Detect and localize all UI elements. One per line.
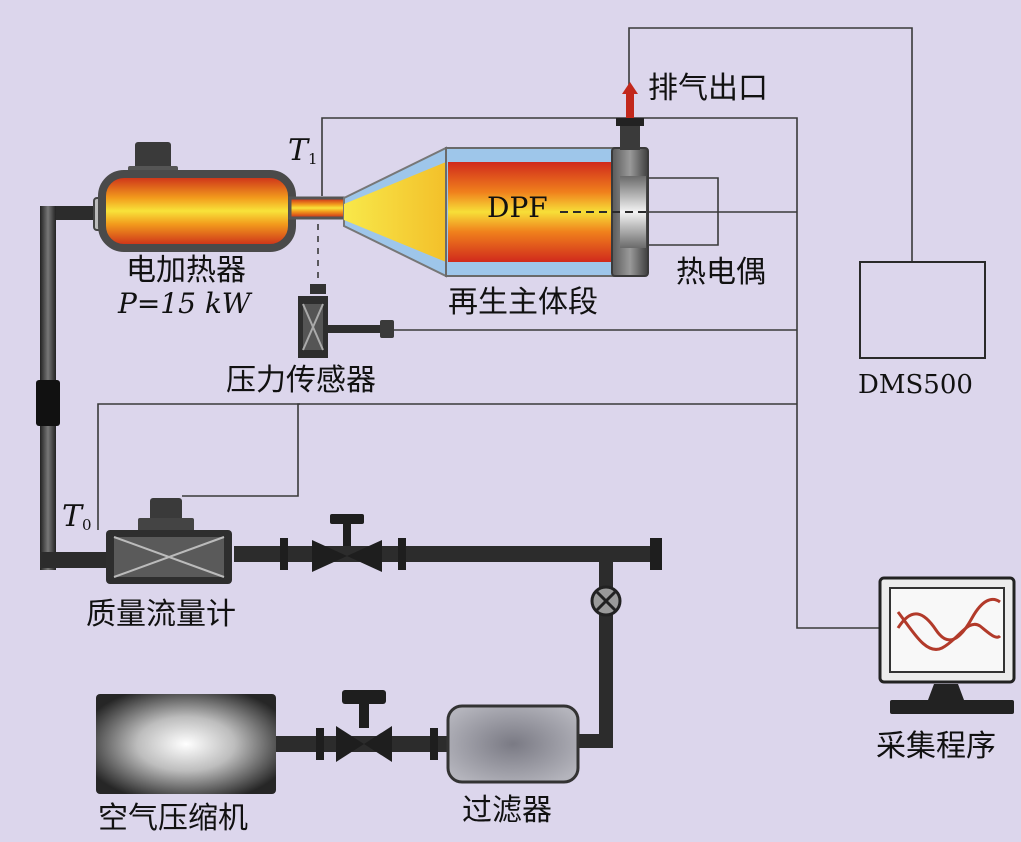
pipe-coupling	[36, 380, 60, 426]
signal-wiring	[97, 27, 913, 629]
pressure-sensor-probe	[326, 325, 382, 333]
dms500-label: DMS500	[858, 370, 973, 400]
t1-label: T1	[288, 136, 318, 167]
pipe-end-cap	[650, 538, 662, 570]
exhaust-outlet-label: 排气出口	[648, 71, 768, 106]
heater-power-label: P=15 kW	[118, 287, 251, 320]
dms500-box	[859, 261, 986, 359]
t1-symbol: T	[288, 133, 309, 168]
dms500-analyzer	[859, 261, 986, 359]
monitor-base	[890, 700, 1014, 714]
dpf-label: DPF	[487, 191, 548, 224]
t0-symbol: T	[62, 499, 83, 534]
acquisition-program-label: 采集程序	[876, 729, 996, 764]
filter-label: 过滤器	[462, 793, 552, 828]
pipe-flange-2	[398, 538, 406, 570]
compressor-body	[96, 694, 276, 794]
ball-valve-branch	[590, 560, 622, 617]
regeneration-body-label: 再生主体段	[448, 285, 598, 320]
exhaust-arrow-head	[622, 82, 638, 94]
pressure-sensor-label: 压力传感器	[226, 363, 376, 398]
cone-core	[344, 162, 446, 262]
filter-body	[446, 704, 580, 784]
filter-unit	[446, 704, 580, 784]
piping	[36, 206, 662, 760]
pressure-sensor	[298, 284, 394, 358]
exhaust-arrow-shaft	[626, 92, 634, 118]
pipe-to-flowmeter	[40, 552, 110, 568]
chart-curve-2	[896, 611, 1002, 651]
mass-flow-meter	[106, 498, 232, 584]
pipe-main-line	[234, 546, 654, 562]
air-compressor-label: 空气压缩机	[98, 801, 248, 836]
pipe-filter-out	[578, 734, 613, 748]
t0-signal-line	[97, 403, 300, 530]
dms500-sample-line	[628, 27, 913, 262]
t1-subscript: 1	[308, 150, 318, 168]
thermocouple-label: 热电偶	[676, 255, 766, 290]
t0-label: T0	[62, 502, 92, 533]
acquisition-computer	[878, 576, 1016, 714]
heater-top-box	[135, 142, 171, 172]
exhaust-pipe	[620, 122, 640, 150]
t1-signal-line	[321, 117, 880, 629]
mass-flow-meter-label: 质量流量计	[86, 597, 236, 632]
monitor-stand	[928, 684, 964, 700]
mass-flow-signal-line	[182, 403, 797, 497]
heater-outlet-pipe	[288, 196, 348, 220]
pipe-flange-1	[280, 538, 288, 570]
regeneration-body	[343, 82, 649, 278]
pipe-flange-3	[316, 728, 324, 760]
air-compressor	[96, 694, 276, 794]
gate-valve-main	[312, 514, 382, 572]
electric-heater	[93, 142, 348, 252]
gate-valve-compressor	[336, 690, 392, 762]
t0-subscript: 0	[82, 516, 92, 534]
heater-body	[98, 170, 296, 252]
pipe-flange-4	[430, 728, 438, 760]
pressure-sensor-tip	[380, 320, 394, 338]
electric-heater-label: 电加热器	[126, 253, 246, 288]
